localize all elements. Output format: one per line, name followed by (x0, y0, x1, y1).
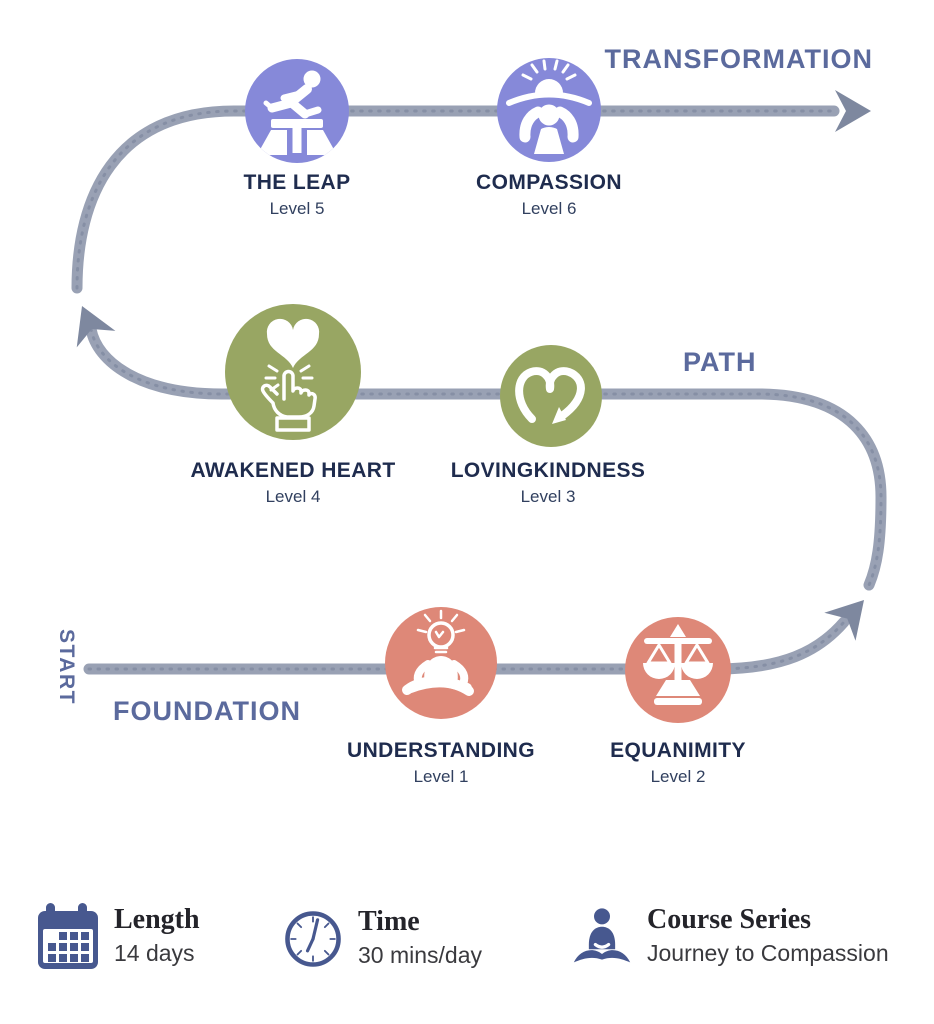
node-circle-the-leap (245, 59, 349, 163)
person-sunrise-icon (506, 59, 592, 154)
node-title: EQUANIMITY (610, 739, 746, 762)
meditator-lightbulb-icon (402, 609, 474, 696)
stage-label-transformation: TRANSFORMATION (604, 44, 873, 74)
start-label: START (55, 629, 78, 705)
hurdler-icon (257, 70, 337, 155)
path-segment-transformation (71, 105, 840, 294)
path-arrowheads (76, 90, 871, 641)
node-label-compassion: COMPASSION Level 6 (389, 170, 709, 220)
footer-title: Time (358, 906, 420, 937)
balance-scales-icon (643, 624, 713, 705)
meditator-icon (573, 908, 631, 963)
node-label-awakened-heart: AWAKENED HEART Level 4 (133, 458, 453, 508)
node-label-equanimity: EQUANIMITY Level 2 (518, 738, 838, 788)
footer-value: Journey to Compassion (647, 940, 889, 966)
node-level: Level 2 (650, 767, 706, 786)
footer-title: Course Series (647, 904, 812, 935)
footer-value: 30 mins/day (358, 942, 483, 968)
node-circle-equanimity (625, 617, 731, 723)
node-title: AWAKENED HEART (190, 459, 396, 482)
node-circle-understanding (385, 607, 497, 719)
path-segment-path (85, 323, 887, 591)
calendar-icon (38, 903, 98, 969)
footer-item-length: Length 14 days (36, 903, 200, 975)
arrow-up-left-icon (76, 306, 116, 348)
node-level: Level 4 (265, 487, 321, 506)
hand-touch-heart-icon (260, 318, 320, 432)
node-title: LOVINGKINDNESS (450, 459, 646, 482)
footer-title: Length (114, 904, 200, 935)
node-level: Level 3 (520, 487, 576, 506)
arrow-right-icon (835, 90, 871, 132)
node-level: Level 5 (269, 199, 325, 218)
node-level: Level 6 (521, 199, 577, 218)
stage-label-path: PATH (683, 347, 757, 377)
node-level: Level 1 (413, 767, 469, 786)
node-circle-lovingkindness (500, 345, 602, 447)
node-label-lovingkindness: LOVINGKINDNESS Level 3 (388, 458, 708, 508)
footer-item-course-series: Course Series Journey to Compassion (571, 903, 889, 973)
node-title: COMPASSION (476, 171, 622, 194)
clock-icon (285, 911, 341, 967)
footer-value: 14 days (114, 940, 195, 966)
node-circle-compassion (497, 58, 601, 162)
heart-arrow-loop-icon (515, 367, 585, 424)
node-circle-awakened-heart (225, 304, 361, 440)
arrow-up-right-icon (824, 600, 864, 641)
node-title: THE LEAP (243, 171, 351, 194)
footer-item-time: Time 30 mins/day (282, 905, 482, 973)
node-label-understanding: UNDERSTANDING Level 1 (281, 738, 601, 788)
node-label-the-leap: THE LEAP Level 5 (137, 170, 457, 220)
stage-label-foundation: FOUNDATION (113, 696, 301, 726)
node-title: UNDERSTANDING (347, 739, 535, 762)
